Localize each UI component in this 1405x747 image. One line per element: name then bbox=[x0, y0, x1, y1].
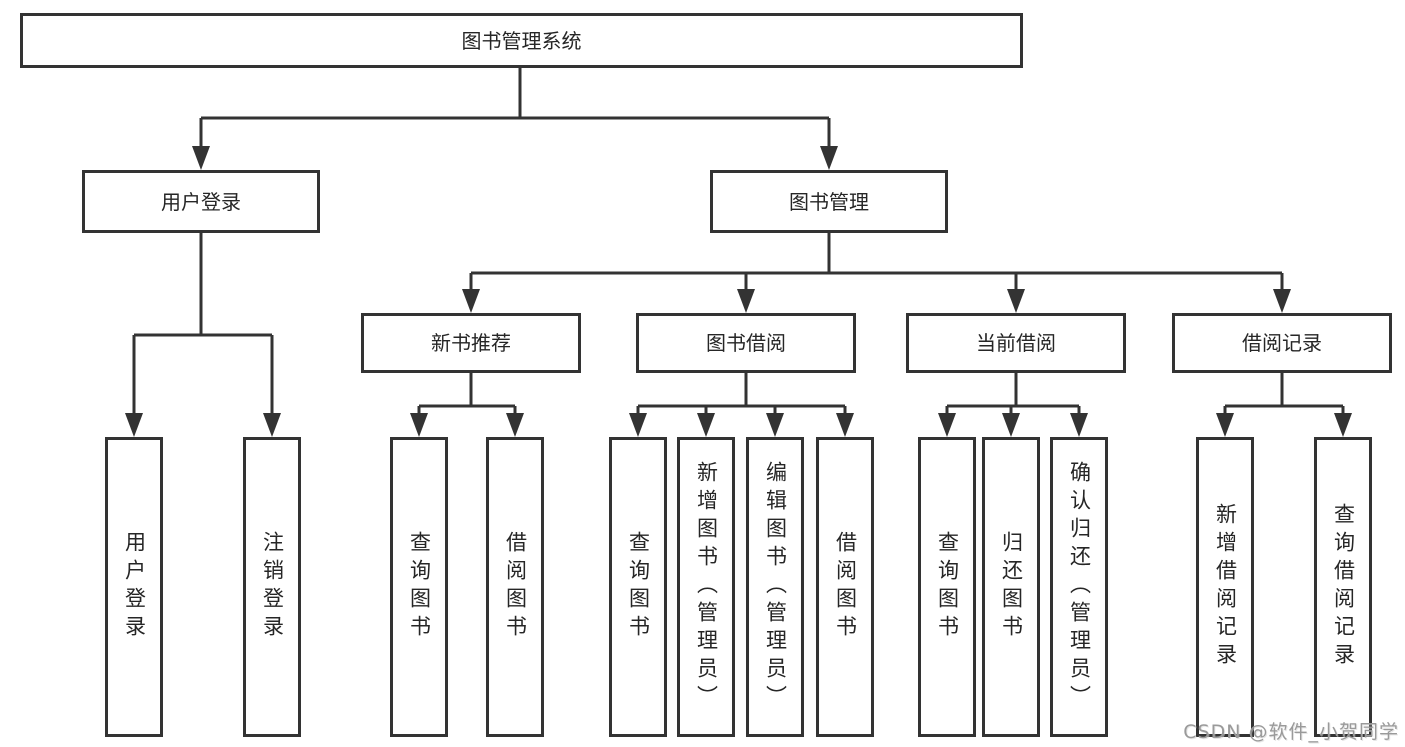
node-current-borrowing: 当前借阅 bbox=[906, 313, 1126, 373]
node-user-login: 用户登录 bbox=[82, 170, 320, 233]
node-new-book-recommend: 新书推荐 bbox=[361, 313, 581, 373]
node-root: 图书管理系统 bbox=[20, 13, 1023, 68]
node-leaf-add-book-admin: 新增图书（管理员） bbox=[677, 437, 735, 737]
node-leaf-logout: 注销登录 bbox=[243, 437, 301, 737]
node-leaf-borrow-books-borrowing: 借阅图书 bbox=[816, 437, 874, 737]
node-leaf-borrow-books-recommend: 借阅图书 bbox=[486, 437, 544, 737]
node-leaf-confirm-return-admin: 确认归还（管理员） bbox=[1050, 437, 1108, 737]
node-leaf-edit-book-admin: 编辑图书（管理员） bbox=[746, 437, 804, 737]
node-leaf-query-books-current: 查询图书 bbox=[918, 437, 976, 737]
node-leaf-return-book: 归还图书 bbox=[982, 437, 1040, 737]
node-book-borrowing: 图书借阅 bbox=[636, 313, 856, 373]
node-leaf-add-borrow-record: 新增借阅记录 bbox=[1196, 437, 1254, 737]
node-borrowing-records: 借阅记录 bbox=[1172, 313, 1392, 373]
node-leaf-query-books-borrowing: 查询图书 bbox=[609, 437, 667, 737]
node-leaf-user-login: 用户登录 bbox=[105, 437, 163, 737]
node-book-management: 图书管理 bbox=[710, 170, 948, 233]
node-leaf-query-borrow-record: 查询借阅记录 bbox=[1314, 437, 1372, 737]
csdn-watermark: CSDN @软件_小贺同学 bbox=[1183, 721, 1399, 743]
node-leaf-query-books-recommend: 查询图书 bbox=[390, 437, 448, 737]
